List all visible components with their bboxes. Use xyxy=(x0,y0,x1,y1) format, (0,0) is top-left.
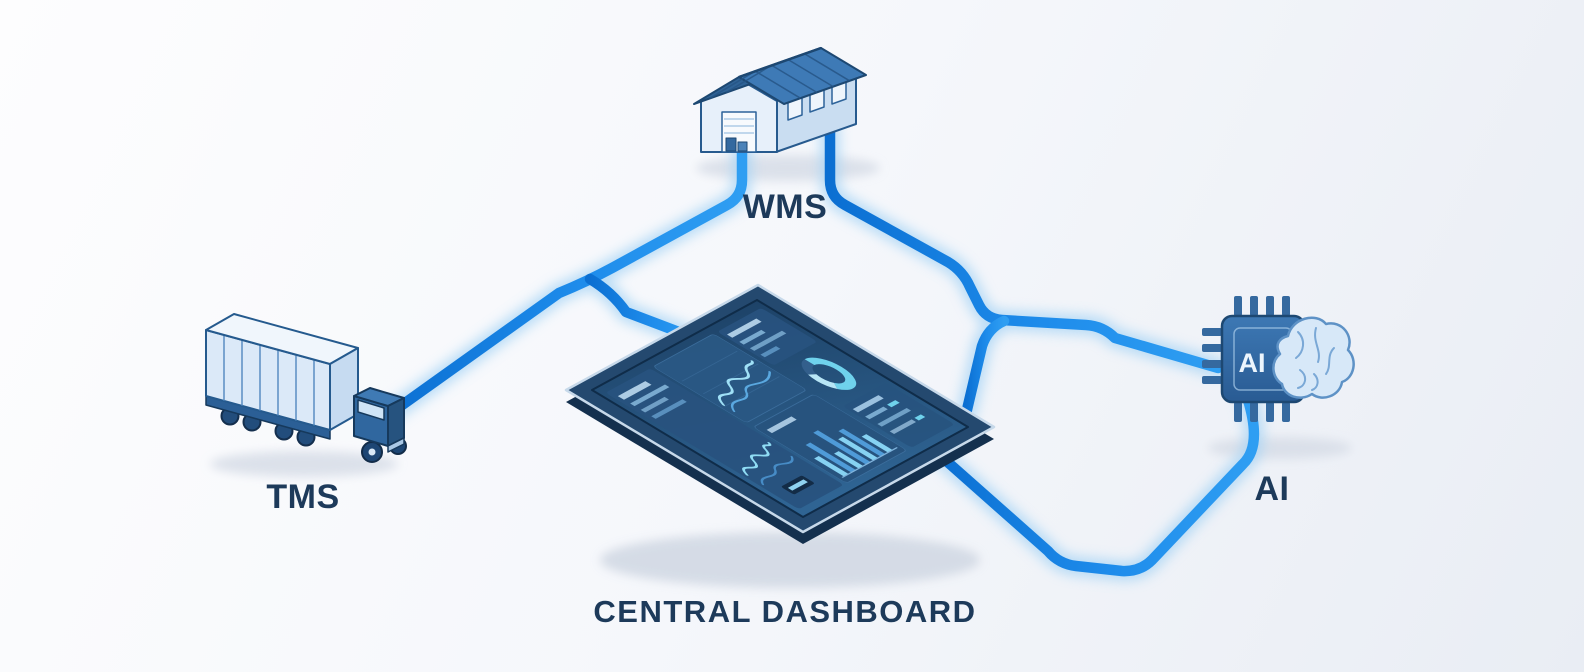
connection-tms-dashboard xyxy=(584,273,706,346)
tms-label: TMS xyxy=(266,478,340,516)
connection-wms-dashboard xyxy=(960,315,1010,420)
ai-label: AI xyxy=(1254,470,1290,508)
chip-pins xyxy=(1202,296,1290,422)
ai-chip-brain-icon: AI xyxy=(1202,296,1355,422)
truck-icon xyxy=(205,313,407,463)
ai-chip-text: AI xyxy=(1239,348,1266,378)
wms-label: WMS xyxy=(742,188,828,226)
connection-lines xyxy=(378,124,1260,577)
dashboard-widgets xyxy=(607,308,953,509)
connection-ai-dashboard xyxy=(928,394,1260,577)
brain-icon xyxy=(1272,316,1355,399)
connection-wms-tms xyxy=(378,134,748,424)
connection-wms-ai xyxy=(824,124,1224,374)
warehouse-icon xyxy=(693,46,867,153)
central-dashboard-label: CENTRAL DASHBOARD xyxy=(593,594,977,629)
tablet-dashboard-icon xyxy=(564,283,996,544)
